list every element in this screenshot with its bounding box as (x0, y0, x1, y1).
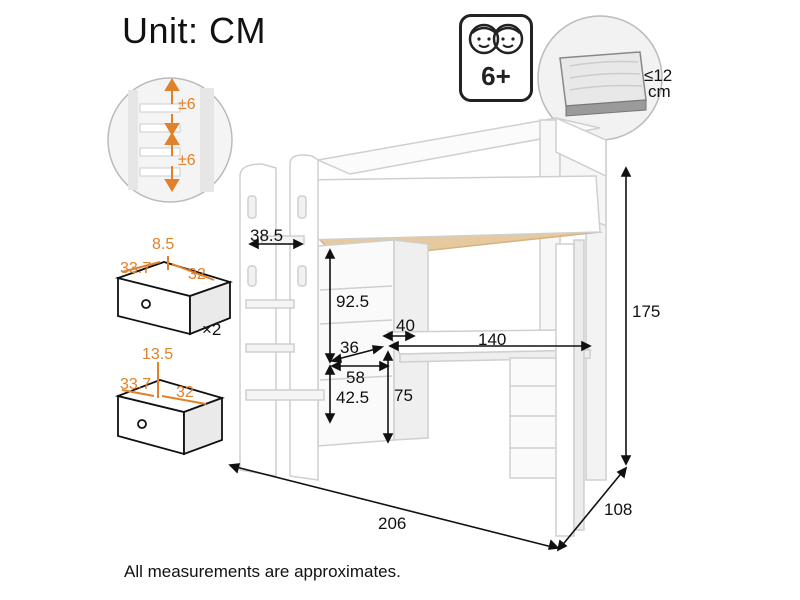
mattress-thickness-value: ≤12 (644, 66, 673, 85)
unit-label: Unit: CM (122, 10, 267, 51)
large-drawer-height: 13.5 (142, 346, 174, 363)
mattress-detail (537, 15, 663, 141)
mattress-thickness-unit: cm (648, 82, 671, 101)
bed-length-label: 206 (378, 514, 407, 533)
dimension-lines (228, 166, 632, 552)
shelf-depth-label: 36 (340, 338, 359, 357)
small-drawer-count: ×2 (202, 320, 222, 339)
kids-icon (468, 23, 524, 55)
large-drawer-depth: 32 (176, 384, 194, 401)
bed-width-label: 108 (604, 500, 633, 519)
small-drawer (114, 256, 233, 336)
bed-height-label: 175 (632, 302, 661, 321)
ladder-width-label: 38.5 (250, 226, 284, 245)
shelf-height-label: 92.5 (336, 292, 370, 311)
measurement-note: All measurements are approximates. (124, 562, 401, 581)
small-drawer-height: 8.5 (152, 236, 175, 253)
desk-gap-label: 40 (396, 316, 415, 335)
desk-length-label: 140 (478, 330, 507, 349)
desk-height-label: 75 (394, 386, 413, 405)
loft-bed (239, 116, 607, 537)
ladder-adjust-bottom: ±6 (178, 152, 196, 169)
lower-height-label: 42.5 (336, 388, 370, 407)
large-drawer-width: 33.7 (120, 376, 152, 393)
large-drawer (114, 362, 225, 456)
desk-depth-label: 58 (346, 368, 365, 387)
age-label: 6+ (481, 61, 511, 91)
ladder-adjust-top: ±6 (178, 96, 196, 113)
small-drawer-width: 33.7 (120, 260, 152, 277)
ladder-detail (107, 77, 233, 203)
age-badge: 6+ (459, 14, 533, 102)
small-drawer-depth: 32 (188, 266, 206, 283)
